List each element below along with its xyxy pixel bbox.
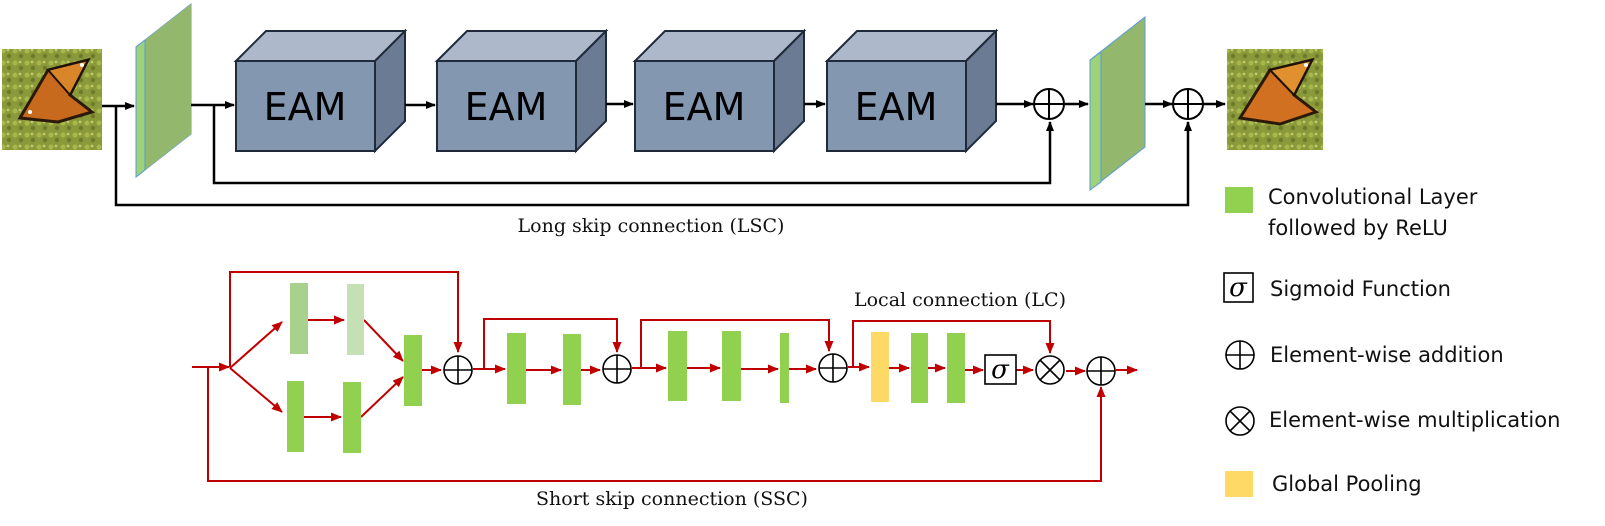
eam-label: EAM: [855, 85, 938, 129]
legend-sigmoid-symbol: σ: [1229, 273, 1248, 303]
conv-bar: [287, 381, 304, 452]
add-circle-bottom-2: [602, 354, 632, 384]
lc-caption: Local connection (LC): [854, 289, 1066, 311]
conv-bar: [668, 331, 687, 401]
conv-bar: [507, 333, 526, 404]
conv-bar: [563, 334, 581, 405]
legend-sigmoid-label: Sigmoid Function: [1270, 277, 1451, 301]
conv-bar: [404, 335, 422, 406]
eam-block-2: EAM: [434, 28, 609, 154]
legend-multiply-icon: [1225, 406, 1255, 436]
legend-pool-swatch: [1225, 471, 1253, 497]
legend: Convolutional Layer followed by ReLU σ S…: [1223, 185, 1560, 497]
ssc-caption: Short skip connection (SSC): [536, 488, 808, 510]
legend-add-icon: [1225, 340, 1255, 370]
pooling-bar: [871, 332, 889, 402]
add-circle-bottom-4: [1086, 356, 1116, 386]
eam-label: EAM: [663, 85, 746, 129]
conv-layer-head: [135, 2, 192, 179]
legend-multiply-label: Element-wise multiplication: [1269, 408, 1560, 432]
input-butterfly-image: [2, 49, 102, 150]
conv-bar: [290, 283, 308, 354]
conv-layer-tail: [1089, 15, 1146, 192]
legend-conv-label-line2: followed by ReLU: [1268, 216, 1448, 240]
conv-bar: [911, 333, 928, 403]
eam-block-3: EAM: [632, 28, 807, 154]
sigmoid-box: σ: [984, 354, 1017, 385]
conv-bar: [347, 284, 364, 355]
legend-sigmoid-box: [1223, 272, 1254, 303]
add-circle-bottom-1: [443, 355, 473, 385]
conv-bar: [947, 333, 965, 403]
sigmoid-symbol: σ: [991, 355, 1010, 385]
add-circle-top-1: [1033, 88, 1065, 120]
eam-label: EAM: [465, 85, 548, 129]
legend-pool-label: Global Pooling: [1272, 472, 1422, 496]
eam-block-1: EAM: [233, 28, 408, 154]
eam-block-4: EAM: [824, 28, 999, 154]
conv-bar: [780, 333, 789, 403]
conv-bar: [722, 331, 741, 401]
eam-detail-layers: [287, 283, 965, 453]
legend-add-label: Element-wise addition: [1270, 343, 1504, 367]
multiply-circle: [1035, 355, 1065, 385]
add-circle-top-2: [1172, 88, 1204, 120]
eam-label: EAM: [264, 85, 347, 129]
lsc-caption: Long skip connection (LSC): [518, 215, 785, 237]
legend-conv-label-line1: Convolutional Layer: [1268, 185, 1478, 209]
legend-conv-swatch: [1225, 187, 1253, 213]
output-butterfly-image: [1227, 49, 1323, 150]
conv-bar: [343, 382, 361, 453]
top-flow-arrows: [102, 100, 1226, 207]
eam-detail-arrows: [192, 271, 1138, 482]
add-circle-bottom-3: [818, 353, 848, 383]
